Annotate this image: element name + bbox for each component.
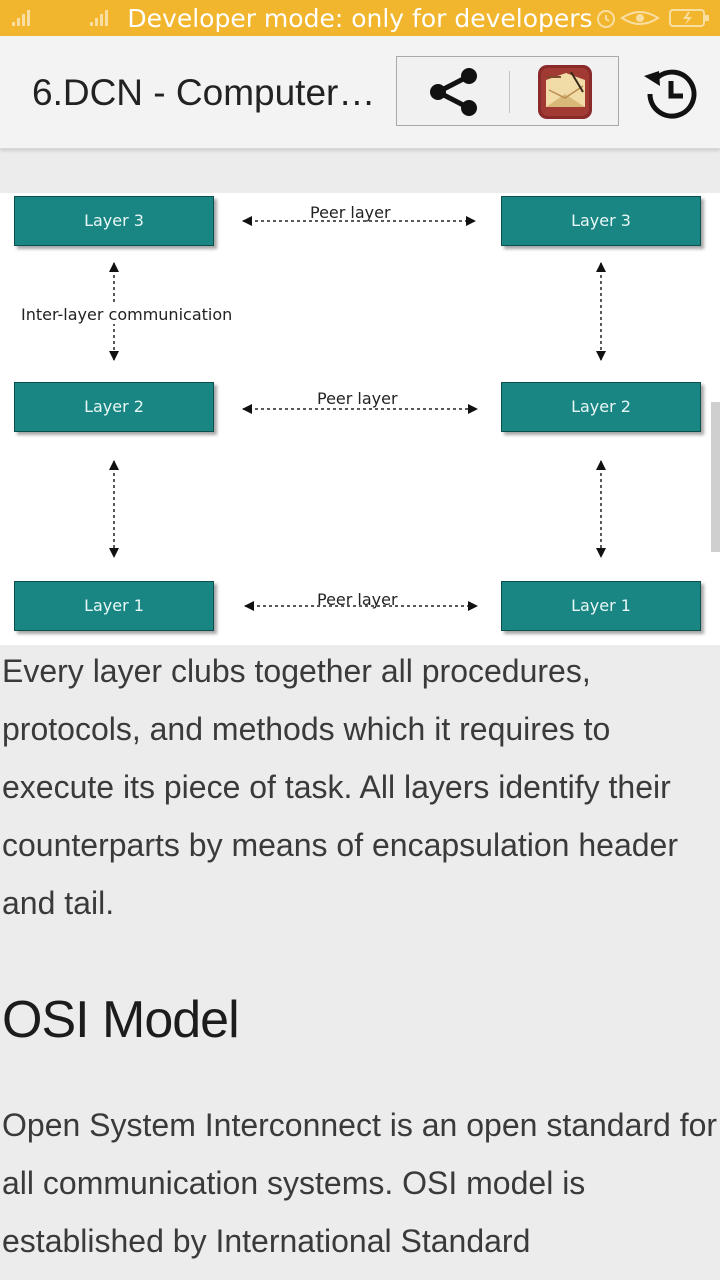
layer-box: Layer 3 bbox=[14, 196, 214, 246]
share-icon[interactable] bbox=[425, 65, 481, 119]
peer-label: Peer layer bbox=[317, 590, 398, 609]
history-icon[interactable] bbox=[638, 62, 702, 126]
alarm-icon bbox=[597, 10, 615, 28]
app-bar: 6.DCN - Computer Network Tutorial bbox=[0, 36, 720, 149]
section-heading: OSI Model bbox=[2, 991, 240, 1049]
layer-box: Layer 1 bbox=[501, 581, 701, 631]
eye-icon bbox=[620, 11, 660, 25]
action-group bbox=[396, 56, 619, 126]
peer-label: Peer layer bbox=[310, 203, 391, 222]
peer-label: Peer layer bbox=[317, 389, 398, 408]
book-app-icon[interactable] bbox=[537, 64, 593, 120]
status-message: Developer mode: only for developers bbox=[127, 4, 593, 33]
divider bbox=[509, 71, 510, 113]
layer-diagram: Layer 3 Layer 3 Peer layer Inter-layer c… bbox=[0, 193, 720, 645]
signal-icon bbox=[90, 10, 108, 26]
layer-box: Layer 3 bbox=[501, 196, 701, 246]
page-title: 6.DCN - Computer Network Tutorial bbox=[32, 72, 382, 113]
status-bar: Developer mode: only for developers bbox=[0, 0, 720, 36]
battery-icon bbox=[669, 9, 709, 27]
scrollbar[interactable] bbox=[711, 402, 720, 552]
layer-box: Layer 2 bbox=[501, 382, 701, 432]
layer-box: Layer 2 bbox=[14, 382, 214, 432]
article-paragraph: Open System Interconnect is an open stan… bbox=[2, 1107, 718, 1259]
signal-icon bbox=[12, 10, 30, 26]
inter-layer-label: Inter-layer communication bbox=[19, 305, 235, 324]
article-paragraph: Every layer clubs together all procedure… bbox=[2, 653, 678, 921]
layer-box: Layer 1 bbox=[14, 581, 214, 631]
